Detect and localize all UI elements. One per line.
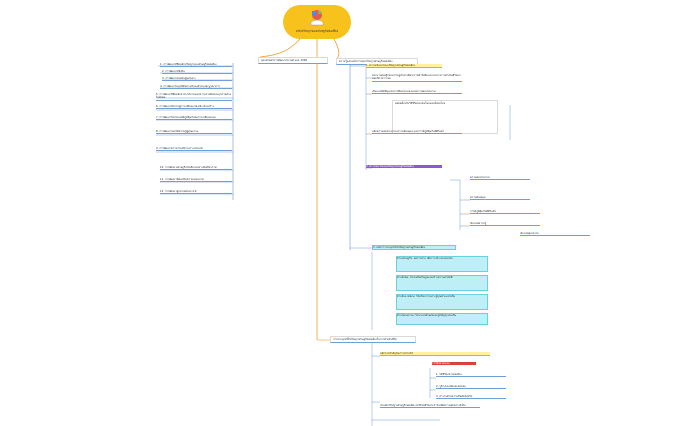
left-item-6[interactable]: 6. การพัฒนาที่นำไปสู่การเปลี่ยนแปลงเชิงโ… <box>156 105 232 110</box>
left-item-4[interactable]: 4. การพัฒนาในทุกมิติอย่างเป็นองค์รวมและบ… <box>160 85 232 90</box>
right-block-4[interactable]: หลักความพอประมาณ ความมีเหตุผล และการมีภู… <box>372 130 462 135</box>
cyan-note-3[interactable]: ด้านสิ่งแวดล้อม: ใช้ทรัพยากรอย่างรู้คุณค… <box>396 294 488 310</box>
detail-note-4[interactable]: เงื่อนไขความรู้ <box>470 222 540 227</box>
bottom-item-1[interactable]: 1. ใช้ชีวิตอย่างพอเพียง <box>436 373 506 378</box>
bottom-item-2[interactable]: 2. รู้จักประหยัดและอดออม <box>436 385 506 390</box>
right-block-1[interactable]: พระบาทสมเด็จพระเจ้าอยู่หัวทรงมีพระราชดำร… <box>372 74 462 82</box>
tree-hands-icon <box>308 8 326 28</box>
right-block-2[interactable]: เป็นแนวคิดที่มุ่งเน้นการพึ่งพาตนเองและคว… <box>372 90 462 95</box>
bottom-red-label[interactable]: การพึ่งพาตนเอง <box>432 362 476 366</box>
bottom-branch-heading[interactable]: การประยุกต์ใช้ปรัชญาเศรษฐกิจพอเพียงในการ… <box>330 336 416 344</box>
left-item-11[interactable]: 11. การพัฒนาที่ส่งเสริมความเสมอภาค <box>160 178 232 183</box>
right-block-3[interactable]: สอดคล้องกับวิถีชีวิตของคนไทยและสังคมไทย <box>392 100 498 134</box>
bottom-yellow-label[interactable]: หลักการสำคัญในการนำไปใช้ <box>380 352 490 357</box>
bottom-item-3[interactable]: 3. ทำงานด้วยความซื่อสัตย์สุจริต <box>436 395 506 400</box>
left-item-1[interactable]: 1. การพัฒนาที่ยึดหลักปรัชญาของเศรษฐกิจพอ… <box>160 63 232 68</box>
left-item-8[interactable]: 8. การพัฒนาโดยใช้ความรู้คู่คุณธรรม <box>156 130 232 135</box>
left-item-9[interactable]: 9. การพัฒนาความร่วมมือระหว่างประเทศ <box>156 147 232 152</box>
root-title: หลักปรัชญาของเศรษฐกิจพอเพียง <box>295 29 339 33</box>
left-branch-heading[interactable]: ยุทธศาสตร์การพัฒนาประเทศ พ.ศ. 2560 <box>258 57 328 65</box>
left-item-5[interactable]: 5. การพัฒนาที่ยึดหลักธรรมาภิบาลและความร่… <box>156 93 232 101</box>
cyan-note-2[interactable]: ด้านสังคม: ช่วยเหลือเกื้อกูลและสร้างความ… <box>396 275 488 291</box>
left-item-3[interactable]: 3. การพัฒนาคนเป็นศูนย์กลาง <box>162 77 232 82</box>
bottom-footnote[interactable]: นำหลักปรัชญาเศรษฐกิจพอเพียงไปใช้ในชีวิตป… <box>380 404 480 409</box>
connector-root-right <box>333 38 340 61</box>
connector-root-left <box>259 38 301 58</box>
cyan-heading[interactable]: 3. หลักการประยุกต์ใช้ปรัชญาเศรษฐกิจพอเพี… <box>372 245 456 251</box>
left-item-7[interactable]: 7. การพัฒนาให้ประเทศมีภูมิคุ้มกันต่อการเ… <box>156 116 232 121</box>
detail-note-1[interactable]: ความพอประมาณ <box>470 176 530 181</box>
left-item-2[interactable]: 2. การพัฒนาที่ยั่งยืน <box>162 70 232 75</box>
cyan-note-4[interactable]: ด้านวัฒนธรรม: รักษาเอกลักษณ์และภูมิปัญญา… <box>396 313 488 325</box>
left-item-12[interactable]: 12. การพัฒนาสู่ประเทศไทย 4.0 <box>160 190 232 195</box>
right-sub-heading[interactable]: 1. ความเป็นมาของปรัชญาเศรษฐกิจพอเพียง <box>366 64 442 69</box>
cyan-note-1[interactable]: ด้านเศรษฐกิจ: ลดรายจ่าย เพิ่มรายได้ และอ… <box>396 256 488 272</box>
right-purple-label[interactable]: 2. ความหมายของปรัชญาเศรษฐกิจพอเพียง <box>366 165 442 169</box>
left-item-10[interactable]: 10. การพัฒนาเศรษฐกิจให้เติบโตอย่างมีเสถี… <box>160 166 232 171</box>
detail-note-5[interactable]: เงื่อนไขคุณธรรม <box>520 232 590 237</box>
detail-note-2[interactable]: ความมีเหตุผล <box>470 196 530 201</box>
detail-note-3[interactable]: การมีภูมิคุ้มกันที่ดีในตัว <box>470 210 540 215</box>
